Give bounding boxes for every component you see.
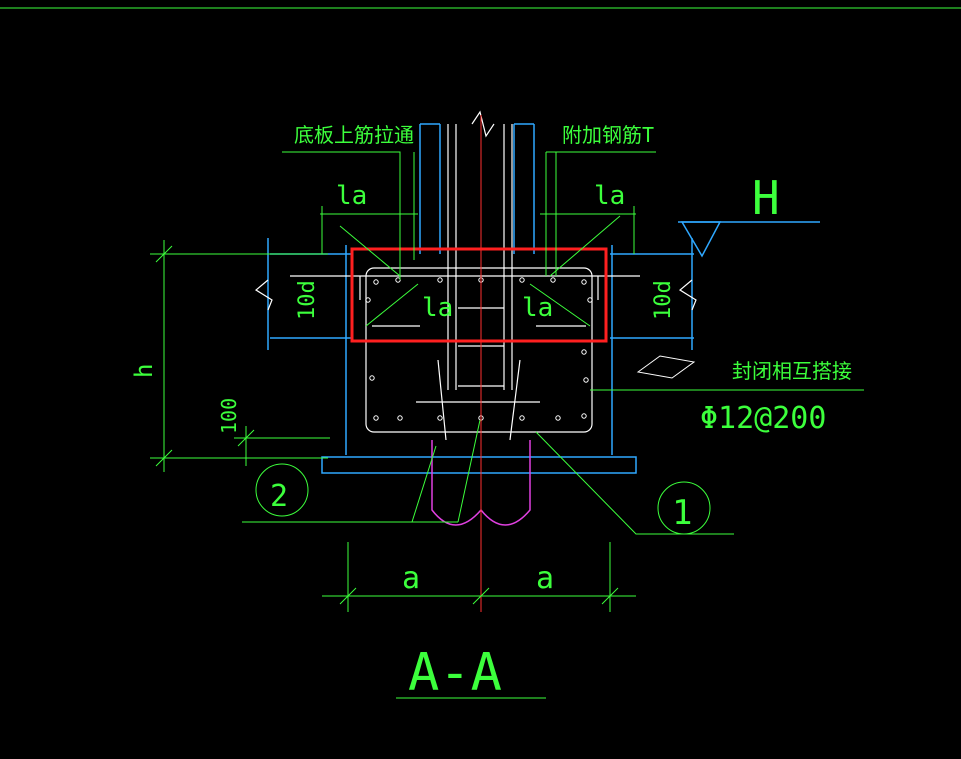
a-tick-left	[339, 587, 357, 605]
stirrup-spec-label: Φ12@200	[700, 401, 826, 436]
la-leader-left	[339, 225, 401, 277]
callout-2-circle	[255, 463, 309, 517]
rebar-dot	[581, 413, 587, 419]
rebar-dot	[581, 349, 587, 355]
highlight-box	[350, 247, 608, 343]
dim-a-right-label: a	[536, 561, 554, 596]
rebar-dot	[583, 377, 589, 383]
la-inner-left	[365, 283, 419, 327]
break-right	[678, 279, 697, 311]
height-label: h	[130, 364, 158, 378]
rebar-dot	[373, 279, 379, 285]
closed-lap-label: 封闭相互搭接	[732, 359, 852, 383]
rebar-dot	[397, 415, 403, 421]
rebar-dot	[581, 279, 587, 285]
break-symbols	[254, 110, 697, 311]
stirrup-outline	[365, 267, 593, 433]
structure-outline	[267, 123, 820, 474]
annotation-text: 底板上筋拉通 附加钢筋T 封闭相互搭接 Φ12@200 la la la la …	[130, 123, 852, 703]
rebar-group	[290, 124, 640, 441]
callout-2-leader-2	[457, 419, 481, 523]
rebar-dot	[437, 415, 443, 421]
rebar-dot	[519, 415, 525, 421]
additional-rebar-label: 附加钢筋T	[562, 123, 654, 147]
annotation-lines	[150, 151, 864, 699]
lap-symbol	[636, 355, 696, 379]
h-tick-bottom	[155, 449, 173, 467]
la-top-right-label: la	[594, 181, 625, 211]
dim-a-left-label: a	[402, 561, 420, 596]
a-tick-right	[601, 587, 619, 605]
pile-anchor-right	[509, 359, 521, 441]
la-top-left-label: la	[336, 181, 367, 211]
rebar-dot	[373, 415, 379, 421]
rebar-dot	[555, 415, 561, 421]
rebar-dot	[519, 277, 525, 283]
rebar-dot	[550, 277, 556, 283]
la-inner-right	[529, 283, 591, 327]
slab-10d-right-label: 10d	[651, 280, 676, 320]
rebar-dot	[587, 297, 593, 303]
callout-1-label: 1	[672, 493, 692, 533]
break-top	[471, 110, 495, 138]
slab-10d-left-label: 10d	[295, 280, 320, 320]
leader-top-rebar	[282, 151, 401, 280]
elevation-label: H	[752, 171, 780, 225]
la-leader-right	[549, 215, 621, 277]
h-tick-top	[155, 245, 173, 263]
break-left	[254, 279, 273, 311]
pile-anchor-left	[437, 359, 447, 441]
a-tick-mid	[472, 587, 490, 605]
cushion-layer	[321, 456, 637, 474]
section-title: A-A	[408, 643, 502, 703]
rebar-dot	[369, 375, 375, 381]
rebar-dot	[437, 277, 443, 283]
la-inner-left-label: la	[422, 293, 453, 323]
callout-1-leader	[535, 431, 734, 535]
rebar-dot	[365, 297, 371, 303]
elevation-triangle	[680, 221, 722, 258]
cushion-tick	[237, 429, 255, 447]
callout-2-label: 2	[270, 479, 288, 514]
cushion-label: 100	[217, 398, 241, 434]
top-rebar-label: 底板上筋拉通	[294, 123, 414, 147]
la-inner-right-label: la	[522, 293, 553, 323]
